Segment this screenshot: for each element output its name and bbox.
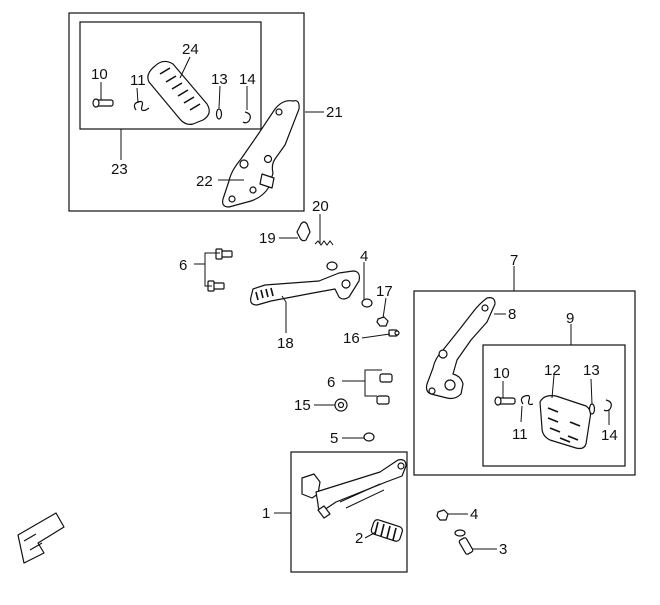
callout-23: 23 [111, 161, 128, 178]
callout-21: 21 [326, 104, 343, 121]
shift-rubber-part [370, 519, 403, 542]
shift-lever-part [301, 459, 407, 519]
callout-11-upper: 11 [130, 72, 146, 89]
bolt-part [379, 373, 393, 383]
callout-9: 9 [566, 310, 574, 327]
washer-part [215, 108, 223, 120]
callout-4-lower: 4 [470, 506, 478, 523]
callout-22: 22 [196, 173, 213, 190]
bolt-part [215, 248, 233, 260]
callout-15: 15 [294, 397, 311, 414]
callout-10-lower: 10 [493, 365, 510, 382]
callout-1: 1 [262, 505, 270, 522]
callout-4-upper: 4 [360, 248, 368, 265]
callout-12: 12 [544, 362, 561, 379]
assembly-box-23 [79, 21, 262, 130]
nut-part [334, 398, 348, 412]
pin-part [454, 529, 474, 555]
leader-lines [100, 56, 610, 550]
footpeg-part [539, 395, 592, 450]
nut-part [436, 509, 449, 521]
callout-6-upper: 6 [179, 257, 187, 274]
callout-11-lower: 11 [512, 426, 528, 443]
callout-20: 20 [312, 198, 329, 215]
bolt-part [388, 329, 400, 337]
front-direction-arrow-icon [17, 512, 65, 564]
washer-part [361, 298, 373, 308]
callout-2: 2 [355, 530, 363, 547]
callout-16: 16 [343, 330, 360, 347]
callout-8: 8 [508, 306, 516, 323]
callout-6-lower: 6 [327, 374, 335, 391]
callout-17: 17 [376, 283, 393, 300]
assembly-box-7 [413, 290, 636, 476]
callout-7: 7 [510, 252, 518, 269]
callout-24: 24 [182, 41, 199, 58]
nut-part [376, 316, 389, 327]
clip-part [603, 399, 612, 412]
nut-part [326, 261, 338, 271]
bolt-part [207, 280, 225, 292]
spring-part [296, 221, 311, 242]
pin-part [92, 98, 114, 108]
footpeg-part [147, 60, 210, 125]
spring-part [133, 100, 150, 112]
callout-13-lower: 13 [583, 362, 600, 379]
bracket-part [425, 297, 496, 400]
brake-pedal-part [250, 270, 360, 306]
callout-18: 18 [277, 335, 294, 352]
clip-part [242, 111, 251, 124]
callout-14-upper: 14 [239, 71, 256, 88]
spring-part [314, 240, 334, 246]
assembly-box-1 [290, 451, 408, 573]
callout-5: 5 [330, 430, 338, 447]
callout-14-lower: 14 [601, 427, 618, 444]
assembly-box-9 [482, 344, 626, 467]
callout-3: 3 [499, 541, 507, 558]
callout-19: 19 [259, 230, 276, 247]
spring-part [520, 394, 534, 406]
washer-part [588, 403, 596, 415]
bolt-part [376, 395, 390, 405]
callout-13-upper: 13 [211, 71, 228, 88]
assembly-box-21 [68, 12, 305, 212]
washer-part [363, 432, 375, 442]
pin-part [494, 396, 516, 406]
callout-10-upper: 10 [91, 66, 108, 83]
